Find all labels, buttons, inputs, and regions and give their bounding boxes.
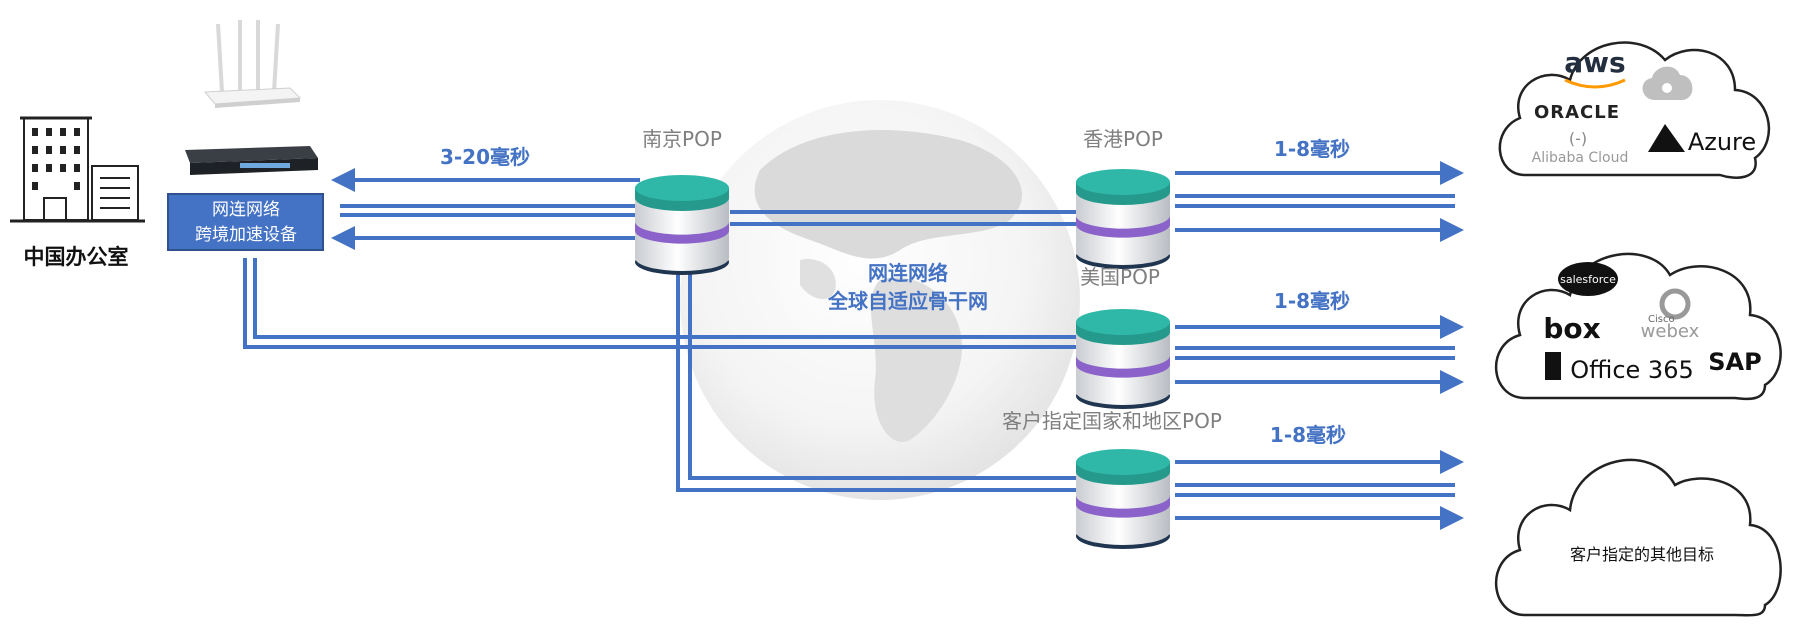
cloud-3-label: 客户指定的其他目标 [1570,545,1714,564]
pop-label-custom: 客户指定国家和地区POP [1002,409,1222,433]
appliance-icon [185,146,318,175]
cloud-1: aws ORACLE (-) Alibaba Cloud Azure [1498,41,1771,179]
aws-logo: aws [1564,46,1625,79]
backbone-label-line1: 网连网络 [868,261,948,285]
device-label-line1: 网连网络 [212,200,280,220]
pop-label-usa: 美国POP [1080,265,1160,289]
acceleration-device-box [167,193,324,251]
router-icon [203,20,302,108]
alibaba-icon: (-) [1569,129,1587,148]
pop-nodes [635,169,1170,549]
aws-smile-icon [1564,78,1626,89]
device-label-line2: 跨境加速设备 [195,225,297,245]
latency-custom: 1-8毫秒 [1270,423,1346,447]
backbone-label-line2: 全球自适应骨干网 [827,289,988,313]
latency-usa: 1-8毫秒 [1274,289,1350,313]
pop-usa-node [1076,309,1170,409]
pop-custom-node [1076,449,1170,549]
google-cloud-icon [1642,66,1693,100]
webex-icon [1659,288,1691,320]
pop-hongkong-node [1076,169,1170,269]
salesforce-icon [1558,262,1618,296]
globe [680,100,1080,500]
office-label: 中国办公室 [24,245,129,269]
sap-logo: SAP [1708,348,1761,376]
cloud-3: 客户指定的其他目标 [1495,458,1782,617]
azure-icon [1648,124,1685,152]
oracle-logo: ORACLE [1534,102,1620,123]
alibaba-logo: Alibaba Cloud [1532,150,1629,166]
webex-logo: webex [1641,321,1700,342]
pop-nanjing-node [635,175,729,275]
office365-logo: Office 365 [1570,356,1694,384]
cisco-text: Cisco [1648,314,1675,325]
pop-label-nanjing: 南京POP [642,127,722,151]
box-logo: box [1543,312,1600,345]
cloud-2: salesforce box Cisco webex Office 365 SA… [1495,252,1782,401]
office-icon [1545,352,1561,380]
salesforce-logo: salesforce [1560,273,1616,286]
latency-china: 3-20毫秒 [440,145,530,169]
connection-lines [243,161,1464,530]
office-building-icon [10,116,145,223]
pop-label-hongkong: 香港POP [1083,127,1163,151]
latency-hongkong: 1-8毫秒 [1274,137,1350,161]
azure-logo: Azure [1688,128,1756,156]
